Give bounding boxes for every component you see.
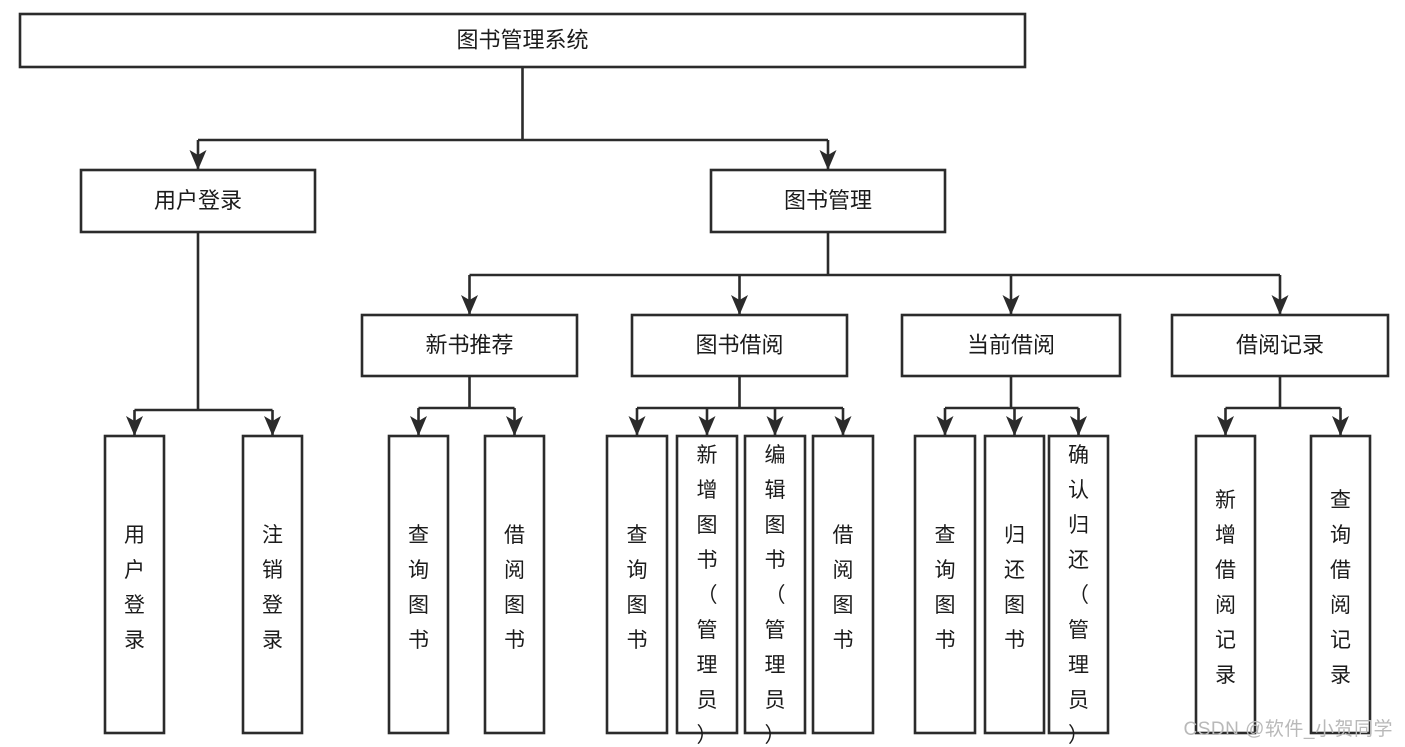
node-box[interactable] xyxy=(983,434,1046,735)
arrow-head-icon xyxy=(1332,416,1349,436)
arrow-head-icon xyxy=(1070,416,1087,436)
node-label: 新书推荐 xyxy=(425,332,513,357)
node-box[interactable] xyxy=(605,434,669,735)
node-return-book[interactable]: 归还图书 xyxy=(983,434,1046,735)
arrow-head-icon xyxy=(1002,295,1020,315)
arrow-head-icon xyxy=(936,416,954,436)
arrow-head-icon xyxy=(506,416,523,436)
node-label: 借阅图书 xyxy=(833,524,854,652)
node-confirm-return-admin[interactable]: 确认归还（管理员） xyxy=(1047,434,1110,747)
node-current-borrow[interactable]: 当前借阅 xyxy=(900,313,1122,378)
node-add-book-admin[interactable]: 新增图书（管理员） xyxy=(675,434,739,747)
node-box[interactable] xyxy=(1170,313,1390,378)
arrow-head-icon xyxy=(731,295,748,315)
arrow-head-icon xyxy=(1006,416,1023,436)
node-box[interactable] xyxy=(900,313,1122,378)
node-box[interactable] xyxy=(1047,434,1110,735)
node-box[interactable] xyxy=(1309,434,1372,735)
node-box[interactable] xyxy=(360,313,579,378)
arrow-head-icon xyxy=(126,416,143,436)
arrow-head-icon xyxy=(1217,416,1234,436)
node-label: 查询图书 xyxy=(935,524,956,652)
node-label: 图书管理 xyxy=(784,188,872,213)
arrow-head-icon xyxy=(461,295,478,315)
node-label: 注销登录 xyxy=(262,524,283,652)
node-label: 借阅图书 xyxy=(504,524,525,652)
node-box[interactable] xyxy=(630,313,849,378)
node-label: 查询图书 xyxy=(408,524,429,652)
connectors-layer xyxy=(126,67,1349,436)
node-label: 用户登录 xyxy=(154,188,242,213)
node-label: 图书管理系统 xyxy=(456,27,588,52)
node-label: 借阅记录 xyxy=(1236,332,1324,357)
node-borrow-book-2[interactable]: 借阅图书 xyxy=(811,434,875,735)
node-box[interactable] xyxy=(79,168,317,234)
node-query-book-1[interactable]: 查询图书 xyxy=(387,434,450,735)
node-label: 查询图书 xyxy=(627,524,648,652)
node-label: 新增借阅记录 xyxy=(1215,489,1236,687)
node-book-management[interactable]: 图书管理 xyxy=(709,168,947,234)
node-box[interactable] xyxy=(483,434,546,735)
arrow-head-icon xyxy=(264,416,281,436)
arrow-head-icon xyxy=(1271,295,1289,315)
node-box[interactable] xyxy=(675,434,739,735)
arrow-head-icon xyxy=(834,416,852,436)
node-label: 用户登录 xyxy=(124,524,145,652)
node-label: 图书借阅 xyxy=(695,332,783,357)
node-box[interactable] xyxy=(241,434,304,735)
node-label: 归还图书 xyxy=(1004,524,1025,652)
node-book-borrow[interactable]: 图书借阅 xyxy=(630,313,849,378)
node-box[interactable] xyxy=(18,12,1027,69)
node-box[interactable] xyxy=(811,434,875,735)
node-box[interactable] xyxy=(103,434,166,735)
arrow-head-icon xyxy=(766,416,784,436)
node-borrow-book-1[interactable]: 借阅图书 xyxy=(483,434,546,735)
node-query-borrow-record[interactable]: 查询借阅记录 xyxy=(1309,434,1372,735)
node-label: 编辑图书（管理员） xyxy=(765,444,786,747)
node-box[interactable] xyxy=(709,168,947,234)
arrow-head-icon xyxy=(819,150,837,170)
node-user-login-action[interactable]: 用户登录 xyxy=(103,434,166,735)
node-box[interactable] xyxy=(387,434,450,735)
node-borrow-records[interactable]: 借阅记录 xyxy=(1170,313,1390,378)
arrow-head-icon xyxy=(410,416,427,436)
node-add-borrow-record[interactable]: 新增借阅记录 xyxy=(1194,434,1257,735)
node-user-login[interactable]: 用户登录 xyxy=(79,168,317,234)
node-root[interactable]: 图书管理系统 xyxy=(18,12,1027,69)
arrow-head-icon xyxy=(628,416,646,436)
node-query-book-2[interactable]: 查询图书 xyxy=(605,434,669,735)
node-box[interactable] xyxy=(743,434,807,735)
arrow-head-icon xyxy=(189,150,207,170)
node-label: 新增图书（管理员） xyxy=(697,444,718,747)
node-label: 查询借阅记录 xyxy=(1330,489,1351,687)
node-new-book-recommend[interactable]: 新书推荐 xyxy=(360,313,579,378)
node-box[interactable] xyxy=(913,434,977,735)
node-edit-book-admin[interactable]: 编辑图书（管理员） xyxy=(743,434,807,747)
node-box[interactable] xyxy=(1194,434,1257,735)
node-label: 当前借阅 xyxy=(967,332,1055,357)
arrow-head-icon xyxy=(698,416,716,436)
nodes-layer: 图书管理系统用户登录用户登录注销登录图书管理新书推荐查询图书借阅图书图书借阅查询… xyxy=(18,12,1390,747)
node-label: 确认归还（管理员） xyxy=(1068,444,1089,747)
node-user-logout-action[interactable]: 注销登录 xyxy=(241,434,304,735)
node-query-book-3[interactable]: 查询图书 xyxy=(913,434,977,735)
